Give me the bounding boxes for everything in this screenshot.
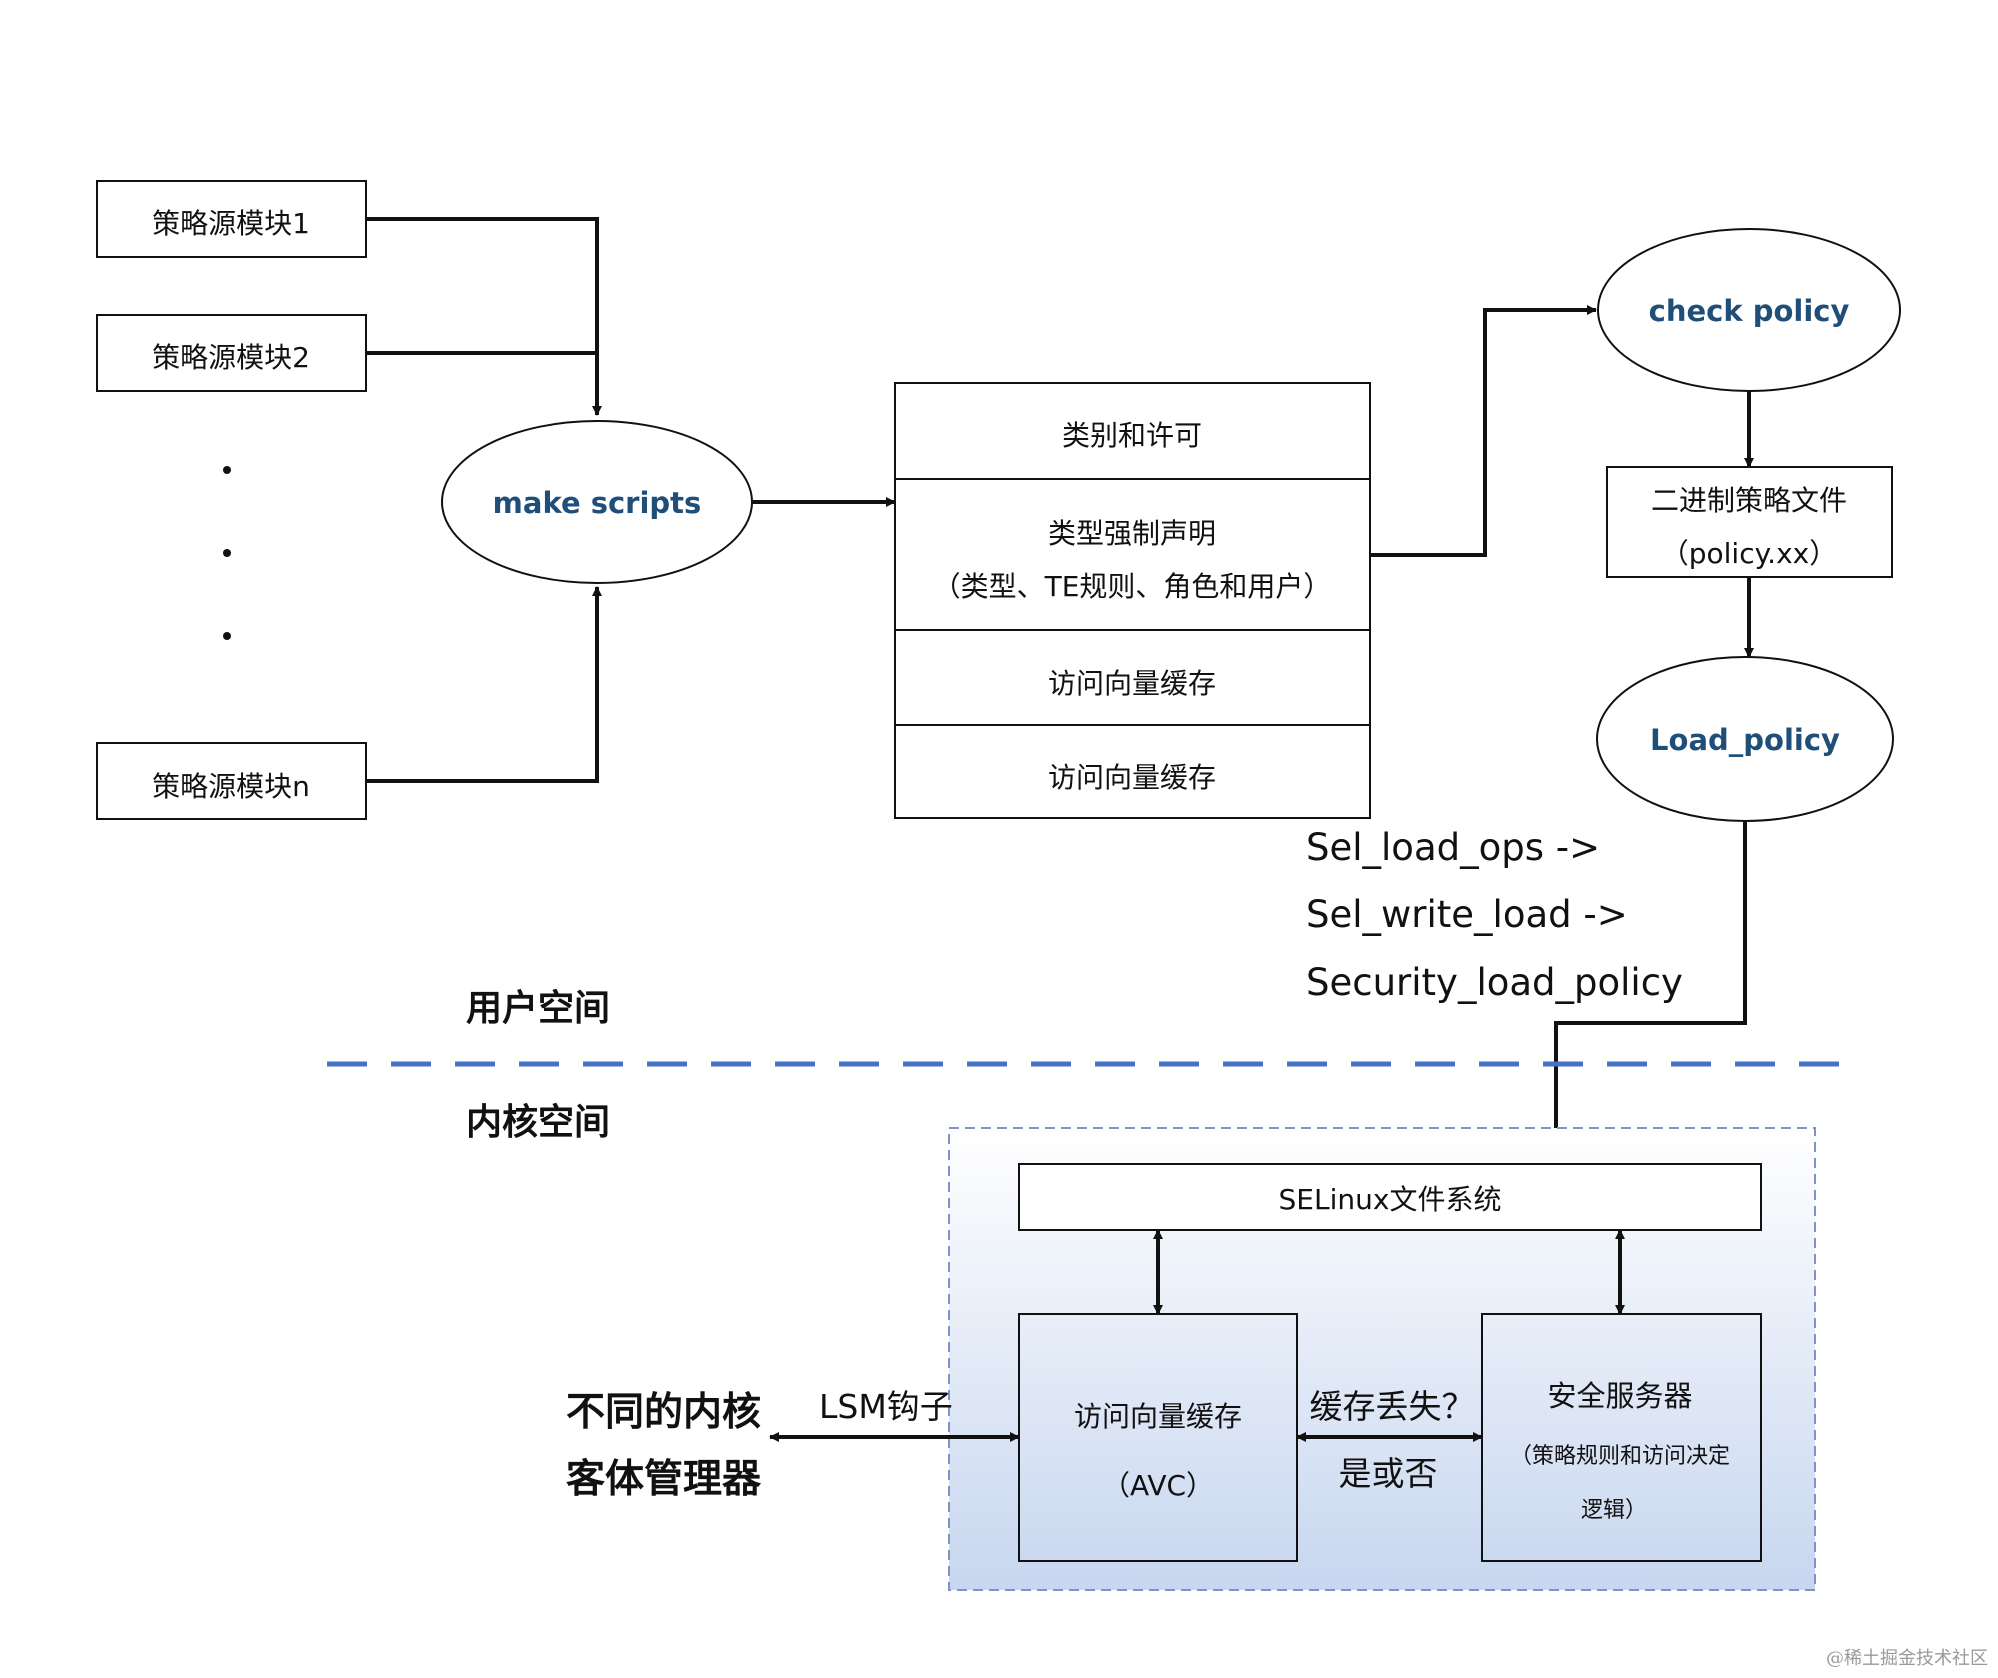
arrow-module1-to-make (366, 217, 602, 416)
arrow-load-to-selinuxfs (1551, 821, 1747, 1165)
load-policy-label: Load_policy (1650, 723, 1840, 757)
binary-policy-file: 二进制策略文件 （policy.xx） (1606, 466, 1893, 578)
cache-miss-question: 缓存丢失？ (1310, 1387, 1475, 1426)
make-scripts-label: make scripts (493, 486, 702, 520)
avc-box: 访问向量缓存 （AVC） (1018, 1313, 1298, 1562)
security-server-box: 安全服务器 （策略规则和访问决定 逻辑） (1481, 1313, 1762, 1562)
call-chain-line-3: Security_load_policy (1306, 961, 1683, 1004)
policy-module-n: 策略源模块n (96, 742, 367, 820)
connectors-modules (366, 217, 602, 783)
cache-miss-answer: 是或否 (1339, 1454, 1438, 1493)
section-avc-2: 访问向量缓存 (1048, 761, 1216, 794)
security-server-detail-1: （策略规则和访问决定 (1510, 1444, 1730, 1469)
object-managers-line-2: 客体管理器 (566, 1457, 762, 1502)
call-chain-line-2: Sel_write_load -> (1306, 893, 1628, 936)
security-server-detail-2: 逻辑） (1581, 1498, 1647, 1523)
ellipsis-dot (223, 632, 231, 640)
lsm-hook-label: LSM钩子 (819, 1387, 953, 1426)
object-managers-line-1: 不同的内核 (566, 1390, 761, 1435)
policy-module-2-label: 策略源模块2 (152, 341, 310, 374)
binary-policy-file-name: （policy.xx） (1661, 537, 1837, 570)
ellipsis-dots (223, 466, 231, 640)
arrow-policy-to-check (1370, 305, 1597, 557)
watermark: @稀土掘金技术社区 (1826, 1648, 1988, 1669)
binary-policy-file-title: 二进制策略文件 (1651, 484, 1847, 517)
security-server-title: 安全服务器 (1547, 1379, 1692, 1413)
ellipsis-dot (223, 466, 231, 474)
section-classes-permissions: 类别和许可 (1062, 419, 1202, 452)
call-chain: Sel_load_ops -> Sel_write_load -> Securi… (1306, 826, 1683, 1004)
policy-module-n-label: 策略源模块n (152, 770, 310, 803)
arrow-modulen-to-make (366, 586, 602, 783)
ellipsis-dot (223, 549, 231, 557)
make-scripts-node: make scripts (441, 420, 753, 584)
load-policy-node: Load_policy (1596, 656, 1894, 822)
check-policy-label: check policy (1649, 294, 1850, 328)
selinux-filesystem: SELinux文件系统 (1018, 1163, 1762, 1231)
selinux-filesystem-label: SELinux文件系统 (1279, 1183, 1502, 1216)
check-policy-node: check policy (1597, 228, 1901, 392)
policy-module-1-label: 策略源模块1 (152, 207, 310, 240)
section-avc-1: 访问向量缓存 (1048, 667, 1216, 700)
policy-sections: 类别和许可 类型强制声明 （类型、TE规则、角色和用户） 访问向量缓存 访问向量… (894, 382, 1371, 819)
user-space-label: 用户空间 (466, 988, 610, 1029)
section-type-enforcement-detail: （类型、TE规则、角色和用户） (933, 570, 1332, 603)
policy-module-1: 策略源模块1 (96, 180, 367, 258)
policy-module-2: 策略源模块2 (96, 314, 367, 392)
avc-abbr: （AVC） (1102, 1469, 1214, 1502)
call-chain-line-1: Sel_load_ops -> (1306, 826, 1600, 869)
kernel-space-label: 内核空间 (466, 1102, 610, 1143)
avc-title: 访问向量缓存 (1074, 1400, 1242, 1433)
section-type-enforcement: 类型强制声明 (1048, 517, 1216, 550)
